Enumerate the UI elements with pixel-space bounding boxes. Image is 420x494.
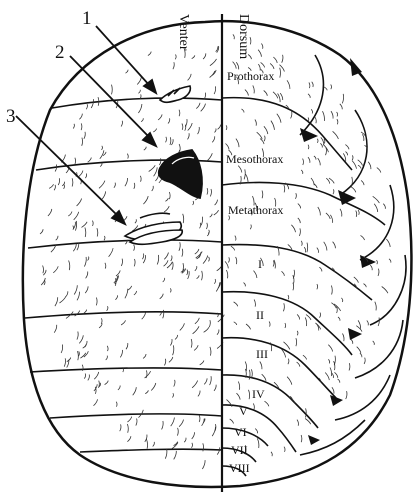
body-outline [23, 21, 412, 487]
venter-label: Venter [176, 14, 191, 51]
segment-I: I [258, 257, 262, 271]
callout-2: 2 [55, 42, 65, 63]
segment-III: III [256, 347, 268, 361]
segment-VIII: VIII [229, 461, 250, 475]
segment-II: II [256, 308, 264, 322]
metathorax-label: Metathorax [228, 203, 283, 217]
segment-V: V [239, 404, 248, 418]
callout-3: 3 [6, 106, 16, 127]
segment-VI: VI [234, 425, 247, 439]
mesothorax-label: Mesothorax [226, 152, 283, 166]
segment-VII: VII [231, 443, 248, 457]
callout-1: 1 [82, 8, 92, 29]
segment-IV: IV [252, 387, 265, 401]
prothorax-label: Prothorax [227, 69, 274, 83]
dorsum-label: Dorsum [236, 14, 251, 59]
